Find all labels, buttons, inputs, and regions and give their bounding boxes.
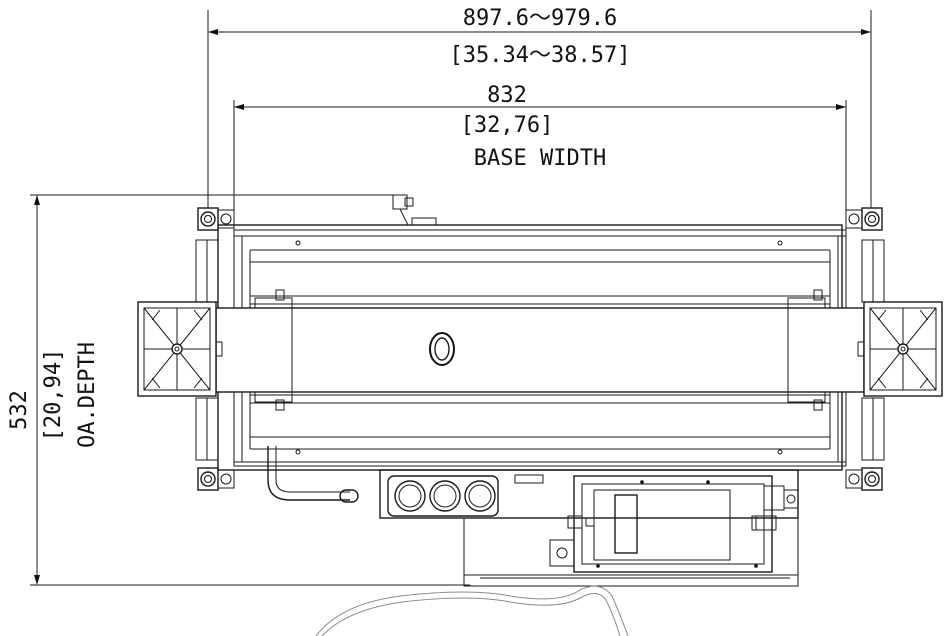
port-2 <box>429 480 461 512</box>
port-3 <box>464 480 496 512</box>
caster-top-right <box>845 207 883 231</box>
overall-width-value-in: [35.34～38.57] <box>450 43 631 68</box>
caster-bottom-right <box>845 467 883 491</box>
machine-frame <box>195 194 885 491</box>
caster-top-left <box>197 207 235 231</box>
base-width-value-mm: 832 <box>487 83 527 108</box>
overall-depth-label: OA.DEPTH <box>75 342 100 448</box>
overall-depth-value-in: [20,94] <box>41 349 66 442</box>
overall-width-value-mm: 897.6～979.6 <box>463 6 617 31</box>
caster-bottom-left <box>197 467 235 491</box>
top-bracket <box>392 194 437 226</box>
overall-depth-value-mm: 532 <box>7 390 32 430</box>
overall-depth-dimension: 532 [20,94] OA.DEPTH <box>7 194 470 586</box>
base-width-value-in: [32,76] <box>461 113 554 138</box>
right-end-fan <box>857 301 943 397</box>
base-width-dimension: 832 [32,76] BASE WIDTH <box>233 83 847 230</box>
display-screen <box>614 494 638 554</box>
port-1 <box>394 480 426 512</box>
center-knob <box>429 332 455 366</box>
base-width-label: BASE WIDTH <box>474 146 606 171</box>
overall-width-dimension: 897.6～979.6 [35.34～38.57] <box>207 6 872 210</box>
control-unit <box>379 469 799 587</box>
power-cable <box>315 585 629 636</box>
left-end-fan <box>137 301 223 397</box>
handle <box>267 446 359 503</box>
center-beam <box>215 289 865 411</box>
